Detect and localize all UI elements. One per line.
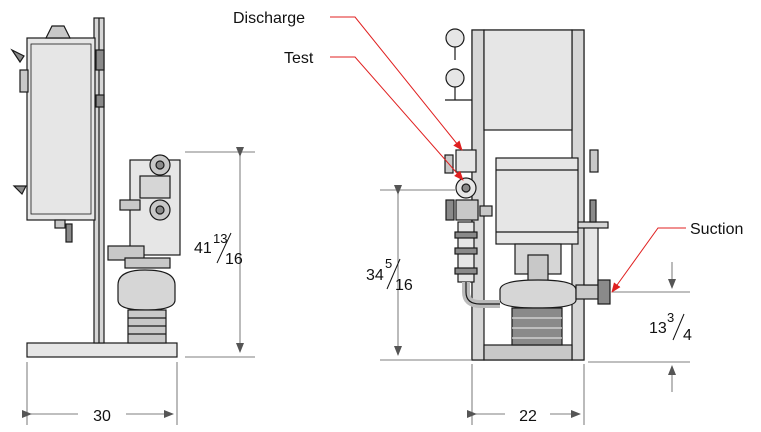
test-label: Test bbox=[284, 50, 314, 67]
suction-leader bbox=[611, 227, 686, 293]
svg-text:16: 16 bbox=[225, 251, 243, 268]
discharge-valve bbox=[455, 149, 477, 173]
gauge-bottom bbox=[445, 68, 465, 88]
suction-flange bbox=[597, 279, 611, 305]
svg-text:41: 41 bbox=[194, 240, 212, 257]
svg-text:34: 34 bbox=[366, 267, 384, 284]
side-view-dimensions bbox=[22, 147, 255, 425]
svg-text:3: 3 bbox=[667, 310, 674, 325]
gauge-top bbox=[445, 28, 465, 48]
base-plate bbox=[26, 342, 178, 358]
front-view-dimensions bbox=[380, 185, 690, 425]
callout-leaders bbox=[330, 16, 686, 293]
suction-label: Suction bbox=[690, 221, 743, 238]
front-motor bbox=[495, 157, 579, 245]
dim-left-width: 30 bbox=[93, 408, 111, 425]
discharge-label: Discharge bbox=[233, 10, 305, 27]
dim-left-height: 41 13 16 bbox=[194, 231, 243, 268]
svg-text:5: 5 bbox=[385, 256, 392, 271]
dim-right-height: 34 5 16 bbox=[366, 256, 413, 294]
side-volute bbox=[117, 269, 176, 311]
front-pump-casing bbox=[499, 279, 577, 309]
svg-text:13: 13 bbox=[649, 320, 667, 337]
test-leader bbox=[330, 56, 464, 181]
pump-base bbox=[511, 307, 563, 346]
svg-text:13: 13 bbox=[213, 231, 227, 246]
dim-right-width: 22 bbox=[519, 408, 537, 425]
svg-text:16: 16 bbox=[395, 277, 413, 294]
dim-suction-height: 13 3 4 bbox=[649, 310, 692, 344]
svg-text:4: 4 bbox=[683, 327, 692, 344]
front-view bbox=[444, 28, 611, 361]
controller-cabinet bbox=[26, 37, 96, 221]
side-view bbox=[10, 17, 181, 358]
discharge-leader bbox=[330, 16, 463, 151]
